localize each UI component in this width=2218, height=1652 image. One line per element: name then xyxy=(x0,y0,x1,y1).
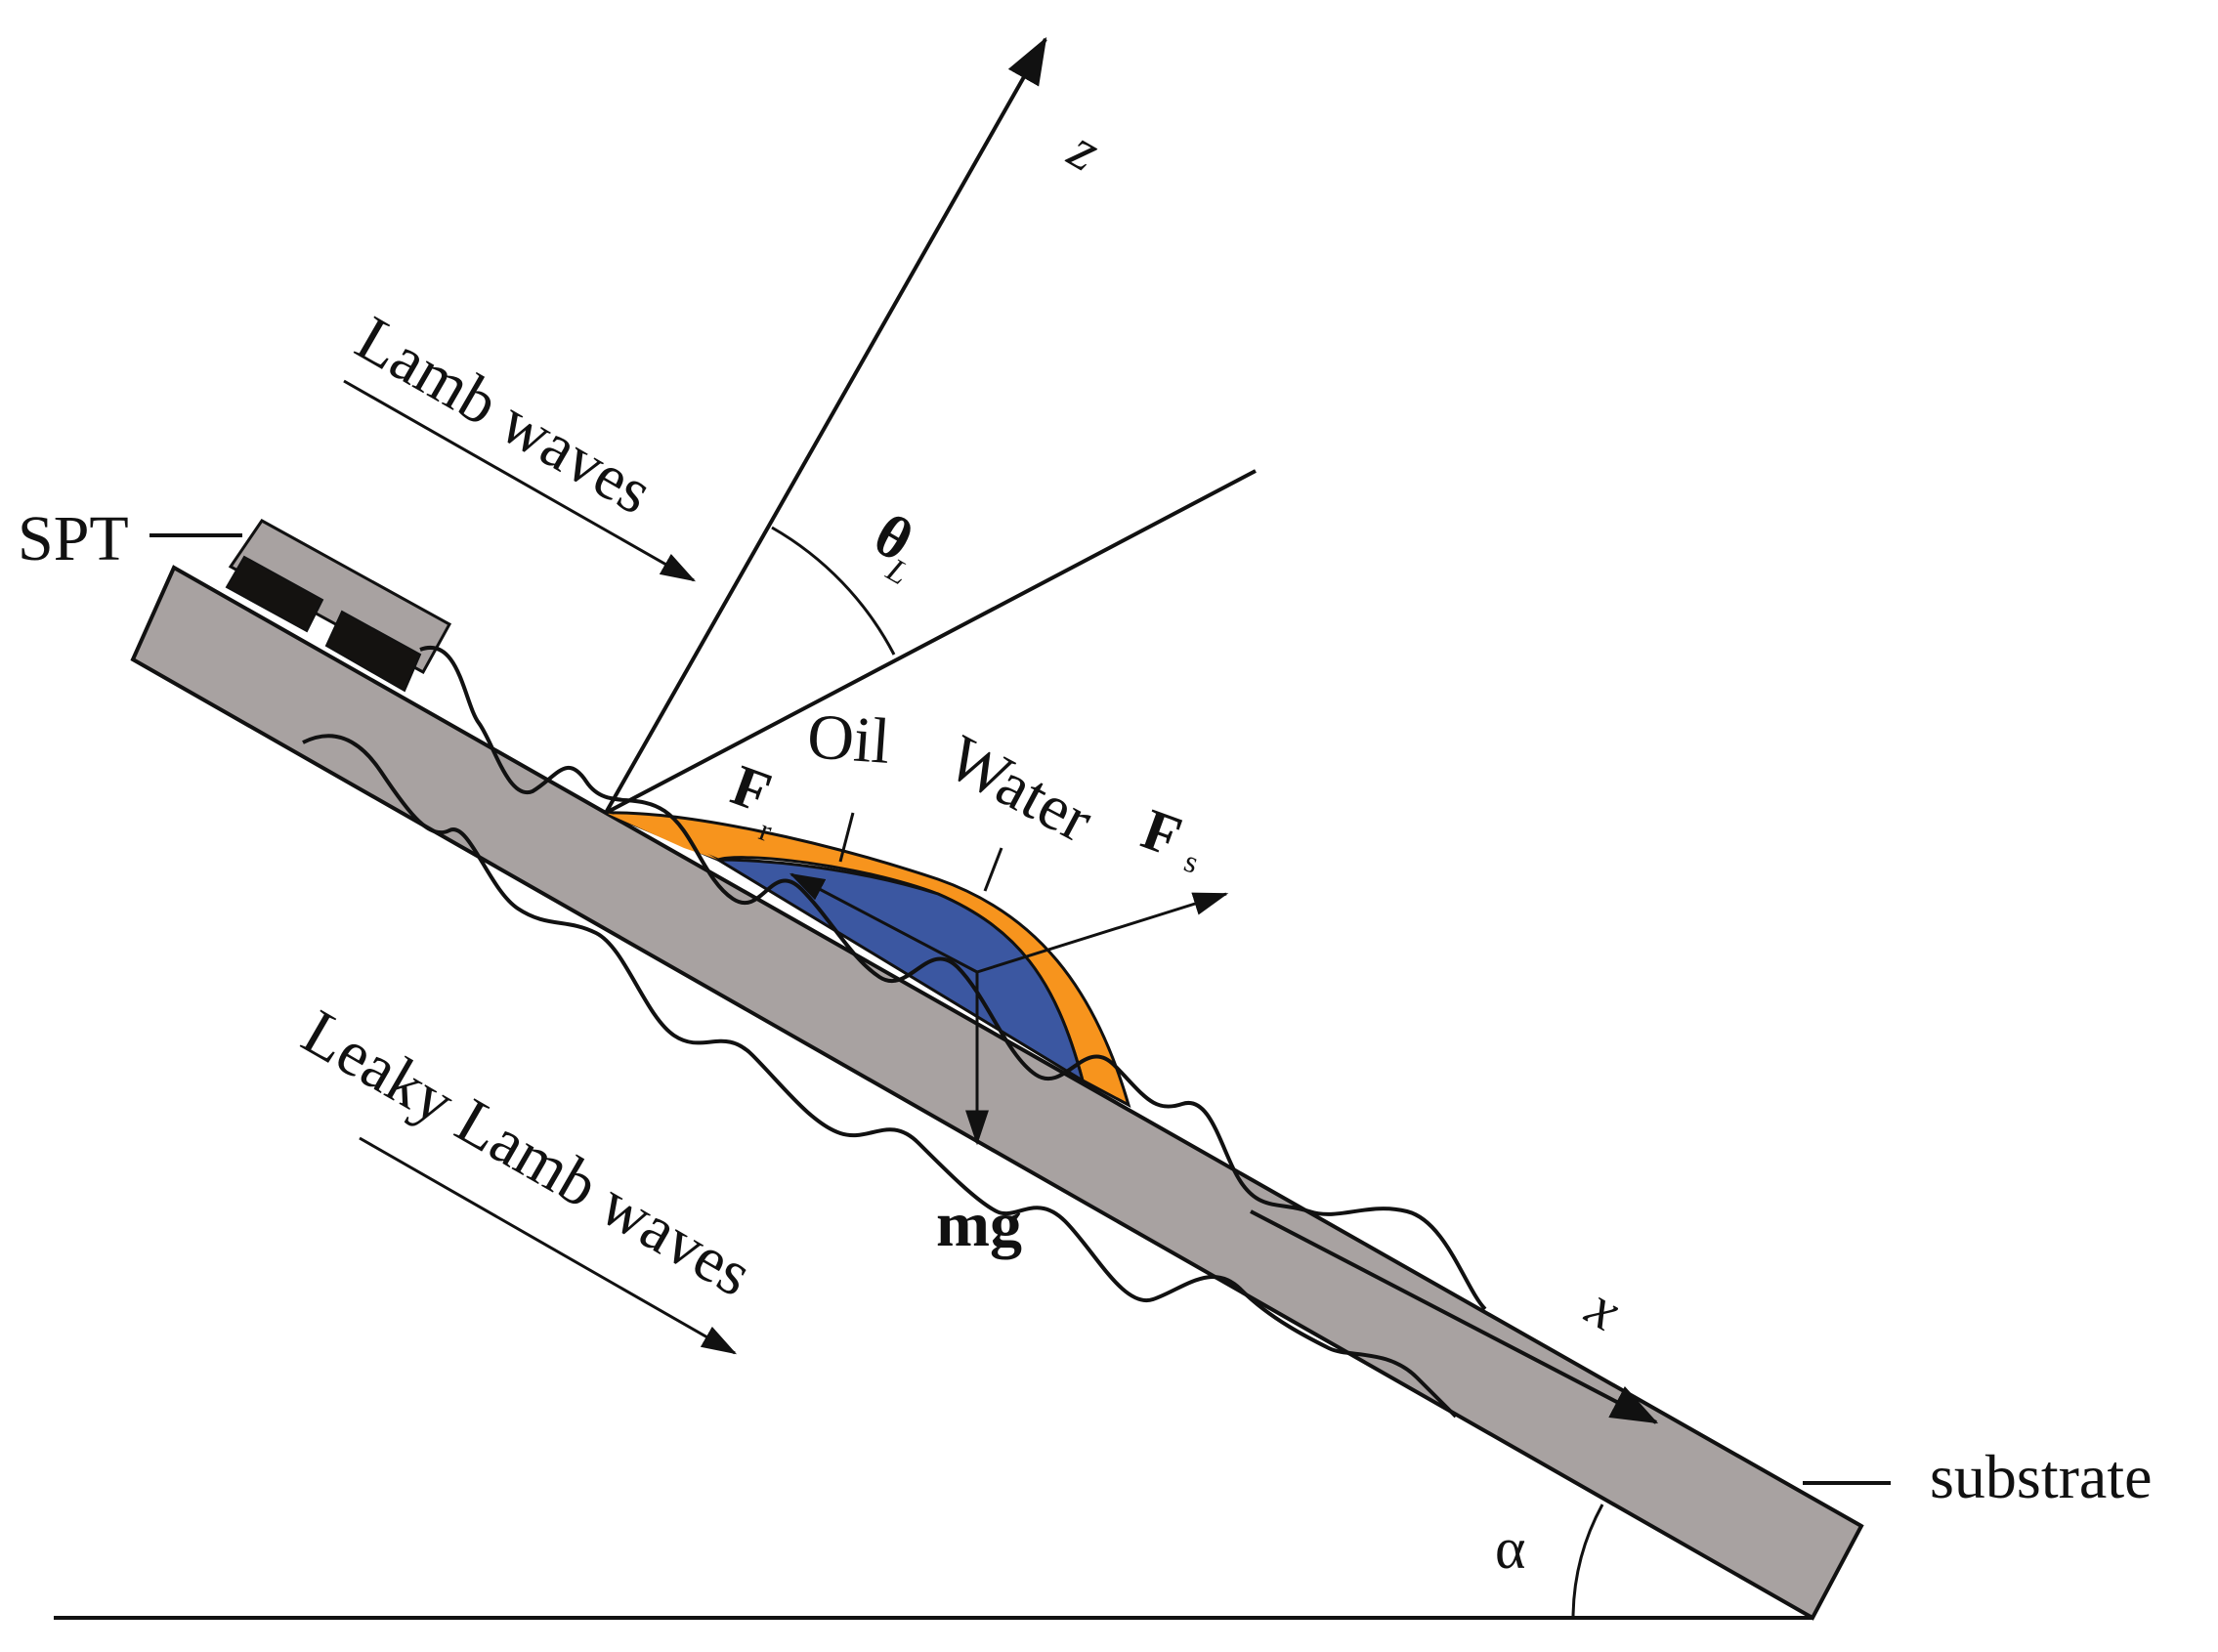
x-axis-label: x xyxy=(1576,1274,1632,1343)
transducer-body xyxy=(228,519,452,675)
gravity-label: mg xyxy=(936,1189,1022,1260)
oil-label: Oil xyxy=(805,700,892,778)
leaky-wave-radiation-line xyxy=(605,469,1257,815)
oil-leader xyxy=(838,812,855,863)
water-label: Water xyxy=(936,722,1104,857)
water-core xyxy=(712,858,1086,1084)
lamb-waves-arrow xyxy=(343,379,697,582)
transducer-electrode-left xyxy=(225,555,324,633)
substrate-label: substrate xyxy=(1930,1442,2153,1511)
leaky-lamb-wave-curve xyxy=(302,734,1458,1419)
transducer-electrode-right xyxy=(324,610,422,693)
x-axis-arrow xyxy=(1250,1209,1659,1424)
leaky-lamb-waves-arrow xyxy=(359,1136,738,1355)
force-fr-arrow xyxy=(789,872,978,974)
z-axis-arrow xyxy=(604,36,1047,814)
oil-front xyxy=(606,813,718,860)
spt-label: SPT xyxy=(18,503,129,574)
oil-layer xyxy=(605,811,1131,1108)
lamb-wave-curve xyxy=(419,645,1487,1311)
force-fs-label: F xyxy=(1134,796,1190,869)
z-axis-label: z xyxy=(1058,116,1111,184)
force-fs-arrow xyxy=(976,892,1229,974)
alpha-arc xyxy=(1571,1504,1604,1619)
water-leader xyxy=(983,847,1003,892)
lamb-waves-label: Lamb waves xyxy=(345,303,664,529)
force-fs-subscript: s xyxy=(1180,843,1204,880)
substrate-plate xyxy=(130,565,1864,1621)
alpha-label: α xyxy=(1495,1516,1525,1581)
theta-arc xyxy=(771,526,896,656)
